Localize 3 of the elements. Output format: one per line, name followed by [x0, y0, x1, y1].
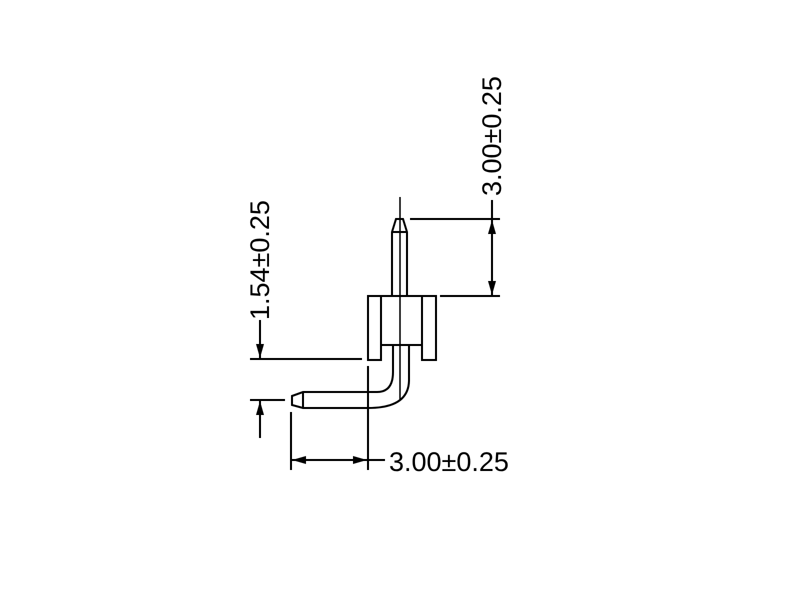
dimension-label: 3.00±0.25	[479, 76, 506, 196]
dimension-label: 1.54±0.25	[247, 200, 274, 320]
dimension-label: 3.00±0.25	[389, 449, 509, 476]
